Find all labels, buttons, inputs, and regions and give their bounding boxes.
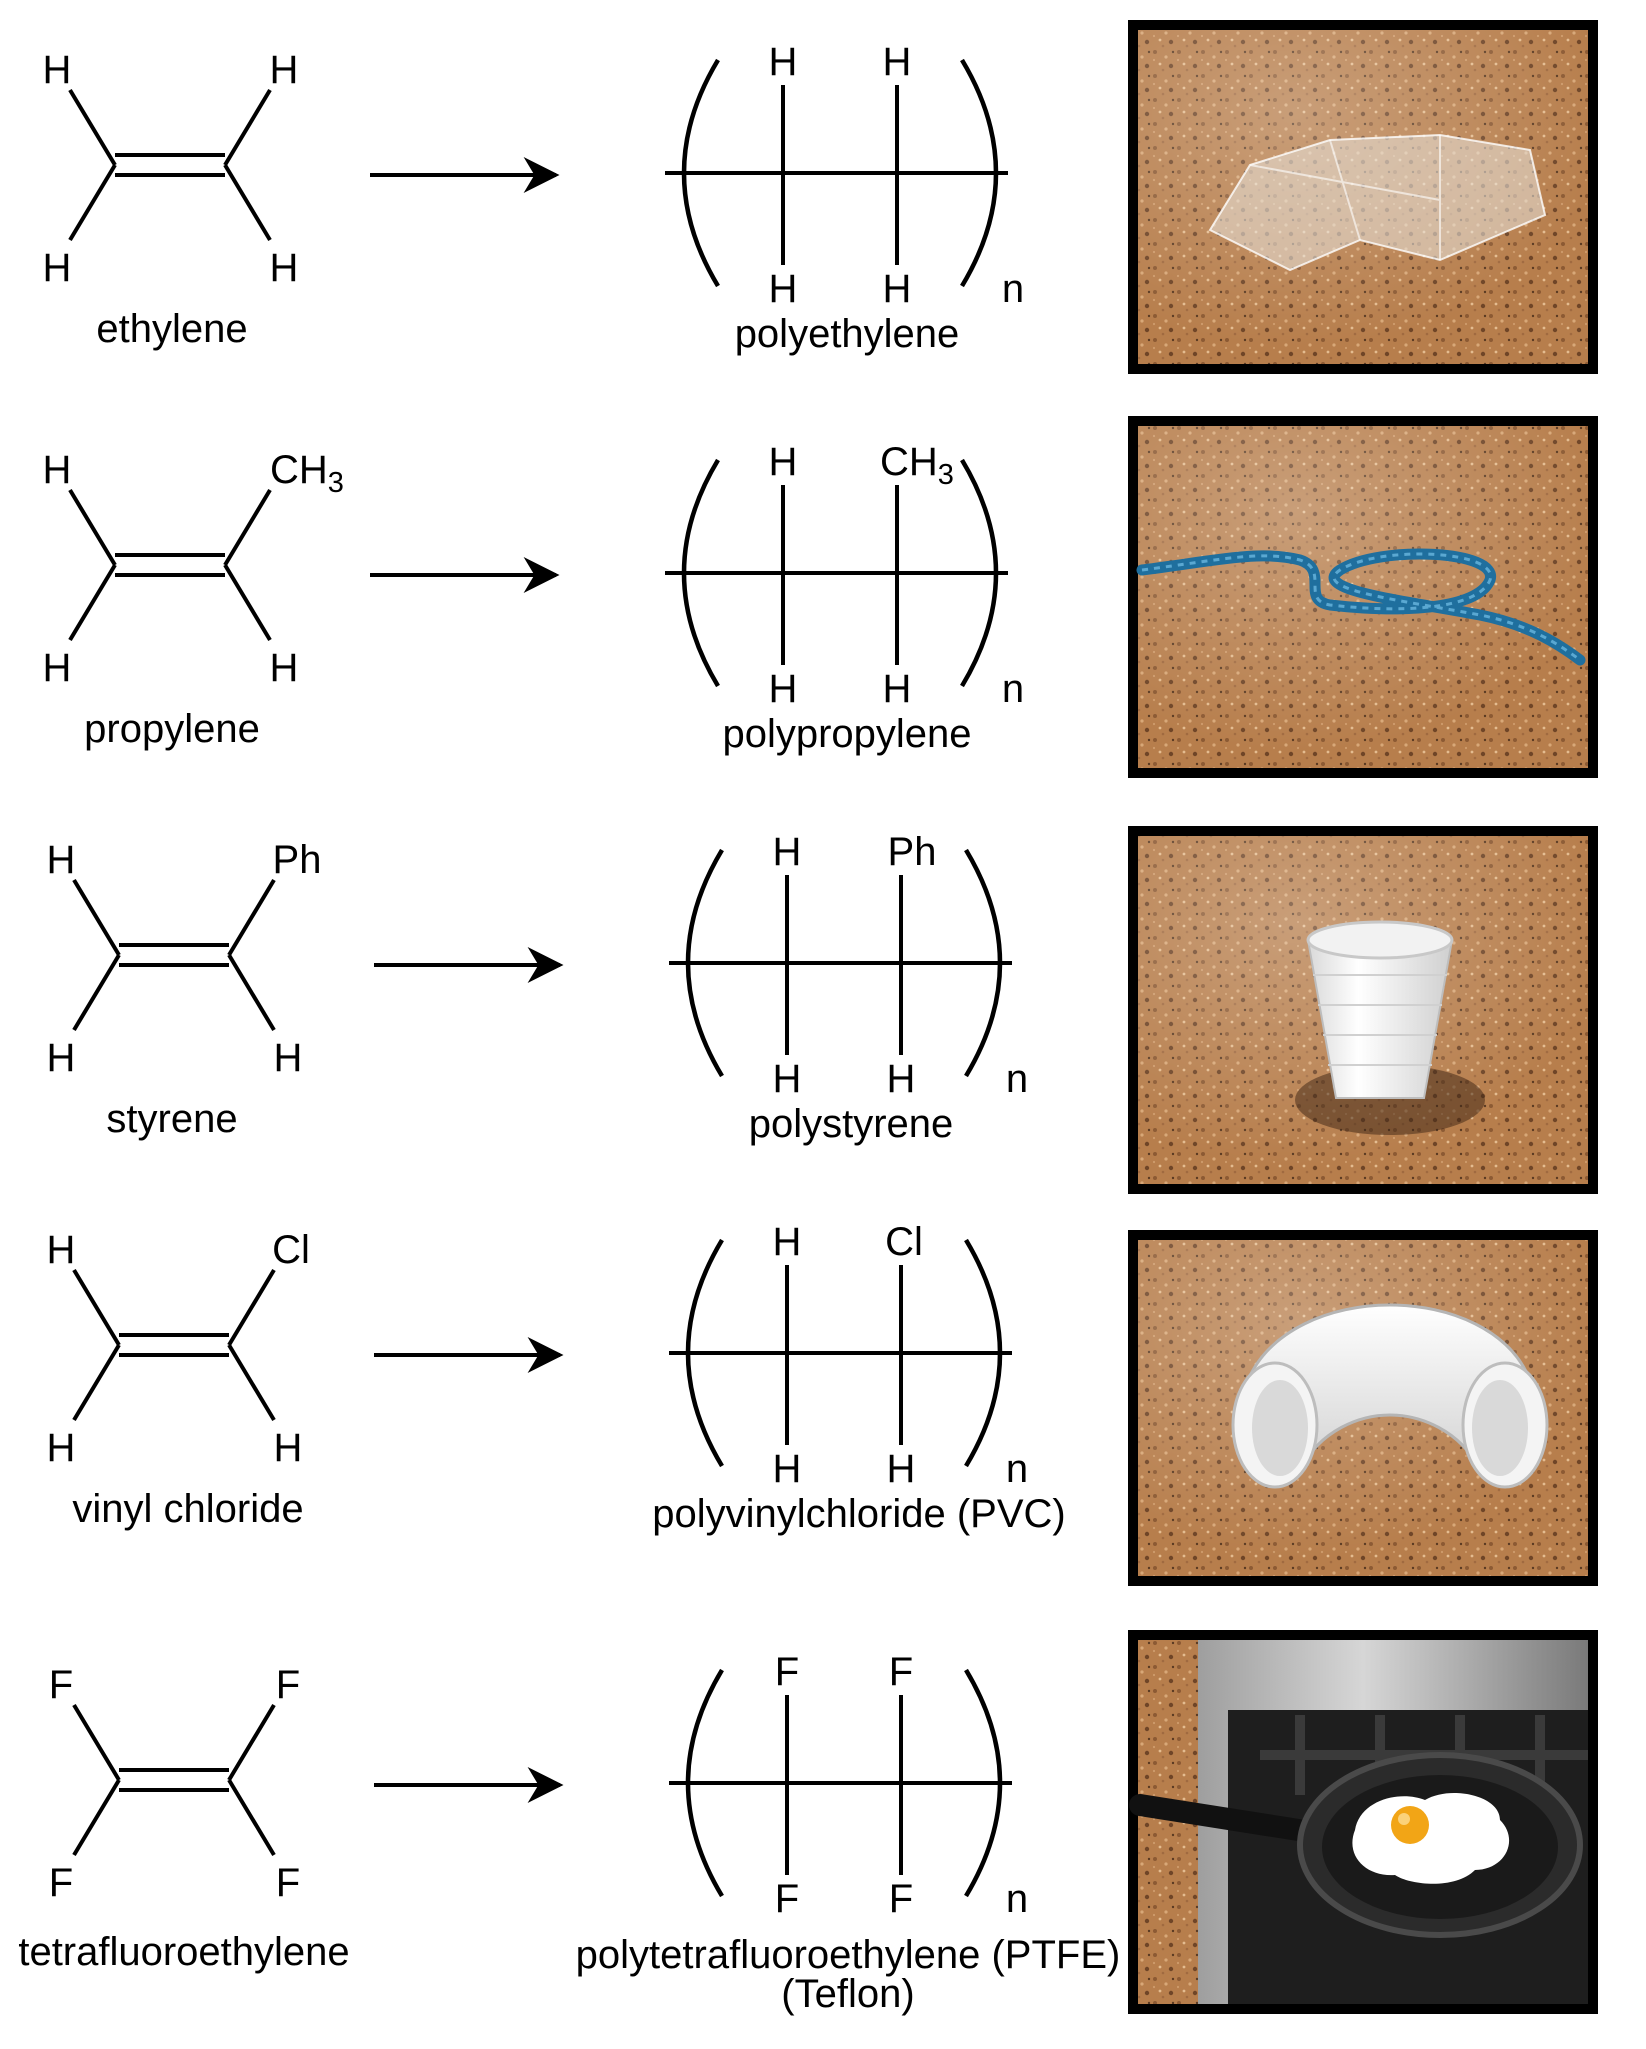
row-ethylene: H H H H ethylene H H H H n polyethylene <box>43 20 1598 374</box>
atom-bottom-2: H <box>887 1057 916 1101</box>
atom-bottom-1: H <box>773 1057 802 1101</box>
polymer-name: polytetrafluoroethylene (PTFE) <box>576 1933 1121 1977</box>
atom-top-right: Cl <box>272 1228 310 1272</box>
atom-top-1: H <box>773 830 802 874</box>
atom-top-right: F <box>276 1663 300 1707</box>
polymer-name: polypropylene <box>722 712 971 756</box>
atom-top-2: Ph <box>888 830 937 874</box>
repeat-subscript-n: n <box>1002 267 1024 311</box>
atom-bottom-left: H <box>43 646 72 690</box>
row-vinyl-chloride: H Cl H H vinyl chloride H Cl H H n polyv… <box>47 1220 1598 1586</box>
monomer-structure: F F F F <box>49 1663 300 1905</box>
atom-bottom-left: H <box>47 1426 76 1470</box>
polymer-name: polyvinylchloride (PVC) <box>652 1492 1065 1536</box>
monomer-structure: H Ph H H <box>47 838 322 1080</box>
monomer-name: tetrafluoroethylene <box>18 1930 349 1974</box>
atom-bottom-1: H <box>769 667 798 711</box>
photo-foam-cup <box>1128 826 1598 1194</box>
polymer-name: polystyrene <box>749 1102 954 1146</box>
atom-top-left: H <box>47 1228 76 1272</box>
atom-top-2: F <box>889 1650 913 1694</box>
atom-bottom-right: H <box>270 646 299 690</box>
atom-top-2: CH3 <box>880 440 954 491</box>
monomer-name: styrene <box>106 1097 237 1141</box>
monomer-name: ethylene <box>96 307 247 351</box>
polymer-structure: H H H H n <box>665 40 1024 311</box>
atom-bottom-1: F <box>775 1877 799 1921</box>
monomer-structure: H Cl H H <box>47 1228 310 1470</box>
atom-bottom-right: H <box>274 1036 303 1080</box>
atom-top-2: Cl <box>885 1220 923 1264</box>
repeat-subscript-n: n <box>1006 1447 1028 1491</box>
row-tetrafluoroethylene: F F F F tetrafluoroethylene F F F F n po… <box>18 1630 1598 2016</box>
atom-top-2: H <box>883 40 912 84</box>
atom-top-left: H <box>47 838 76 882</box>
atom-top-left: H <box>43 48 72 92</box>
atom-bottom-right: H <box>270 246 299 290</box>
photo-plastic-bags <box>1128 20 1598 374</box>
row-propylene: H CH3 H H propylene H CH3 H H n polyprop… <box>43 416 1598 778</box>
atom-top-1: H <box>769 40 798 84</box>
atom-top-left: F <box>49 1663 73 1707</box>
atom-bottom-right: F <box>276 1861 300 1905</box>
monomer-structure: H H H H <box>43 48 299 290</box>
atom-top-left: H <box>43 448 72 492</box>
atom-top-right: Ph <box>273 838 322 882</box>
repeat-subscript-n: n <box>1006 1057 1028 1101</box>
atom-bottom-left: H <box>43 246 72 290</box>
atom-bottom-1: H <box>773 1447 802 1491</box>
polymer-name: polyethylene <box>735 312 960 356</box>
atom-bottom-right: H <box>274 1426 303 1470</box>
atom-bottom-left: H <box>47 1036 76 1080</box>
photo-pvc-pipe <box>1128 1230 1598 1586</box>
monomer-structure: H CH3 H H <box>43 448 344 690</box>
atom-top-1: H <box>769 440 798 484</box>
atom-top-right: H <box>270 48 299 92</box>
polymer-structure: F F F F n <box>669 1650 1028 1921</box>
atom-top-1: H <box>773 1220 802 1264</box>
atom-bottom-2: H <box>887 1447 916 1491</box>
atom-bottom-1: H <box>769 267 798 311</box>
atom-bottom-2: F <box>889 1877 913 1921</box>
repeat-subscript-n: n <box>1002 667 1024 711</box>
atom-top-right: CH3 <box>270 448 344 499</box>
repeat-subscript-n: n <box>1006 1877 1028 1921</box>
polymer-structure: H CH3 H H n <box>665 440 1024 711</box>
atom-bottom-2: H <box>883 267 912 311</box>
atom-bottom-left: F <box>49 1861 73 1905</box>
monomer-name: vinyl chloride <box>72 1487 303 1531</box>
atom-top-1: F <box>775 1650 799 1694</box>
atom-bottom-2: H <box>883 667 912 711</box>
monomer-name: propylene <box>84 707 260 751</box>
polymer-common-name: (Teflon) <box>781 1972 914 2016</box>
polymer-structure: H Ph H H n <box>669 830 1028 1101</box>
polymer-structure: H Cl H H n <box>669 1220 1028 1491</box>
row-styrene: H Ph H H styrene H Ph H H n polystyrene <box>47 826 1598 1194</box>
photo-frying-pan <box>1128 1630 1598 2014</box>
photo-blue-rope <box>1128 416 1598 778</box>
